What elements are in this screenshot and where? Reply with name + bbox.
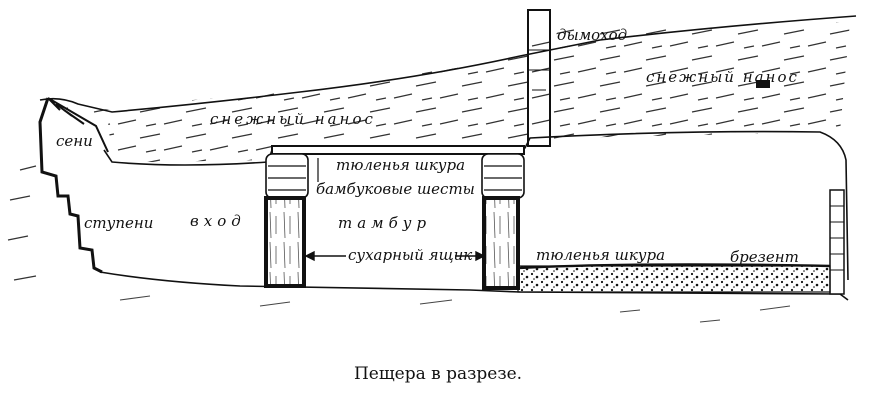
snow-surface-line bbox=[39, 15, 857, 113]
chimney-pipe-detail bbox=[528, 49, 550, 91]
small-block-marker bbox=[756, 80, 770, 88]
porch-roof bbox=[47, 97, 109, 153]
right-cracker-box bbox=[482, 196, 520, 290]
floor-bedding bbox=[517, 265, 831, 293]
snow-drift bbox=[40, 22, 850, 162]
cave-left-wall-hatch bbox=[7, 165, 37, 281]
seal-skin-roof bbox=[271, 145, 525, 155]
floor-bedding-top bbox=[517, 263, 831, 270]
cave-ceiling-outline bbox=[103, 130, 849, 281]
label-entrance: вход bbox=[190, 212, 246, 230]
label-cracker-box: сухарный ящик bbox=[348, 246, 472, 264]
cave-left-wall-steps bbox=[38, 97, 103, 274]
label-vestibule: тамбур bbox=[338, 214, 431, 232]
label-seal-skin-top: тюленья шкура bbox=[336, 156, 465, 174]
label-steps: ступени bbox=[84, 214, 153, 232]
figure-caption: Пещера в разрезе. bbox=[353, 364, 523, 384]
label-tarpaulin: брезент bbox=[730, 248, 799, 266]
ground-hatch bbox=[119, 295, 791, 323]
label-snow-drift-left: снежный нанос bbox=[210, 110, 376, 128]
cave-floor-line bbox=[99, 271, 849, 301]
label-porch: сени bbox=[56, 132, 93, 150]
cracker-box-arrows bbox=[304, 250, 486, 262]
right-wall-blocks bbox=[829, 189, 845, 295]
label-bamboo-poles: бамбуковые шесты bbox=[316, 180, 475, 198]
left-cracker-box bbox=[264, 196, 306, 288]
label-seal-skin-floor: тюленья шкура bbox=[536, 246, 665, 264]
label-chimney: дымоход bbox=[557, 26, 627, 44]
left-post-cap bbox=[265, 153, 309, 199]
chimney-pipe bbox=[527, 9, 551, 147]
label-snow-drift-right: снежный нанос bbox=[646, 68, 799, 86]
right-post-cap bbox=[481, 153, 525, 199]
